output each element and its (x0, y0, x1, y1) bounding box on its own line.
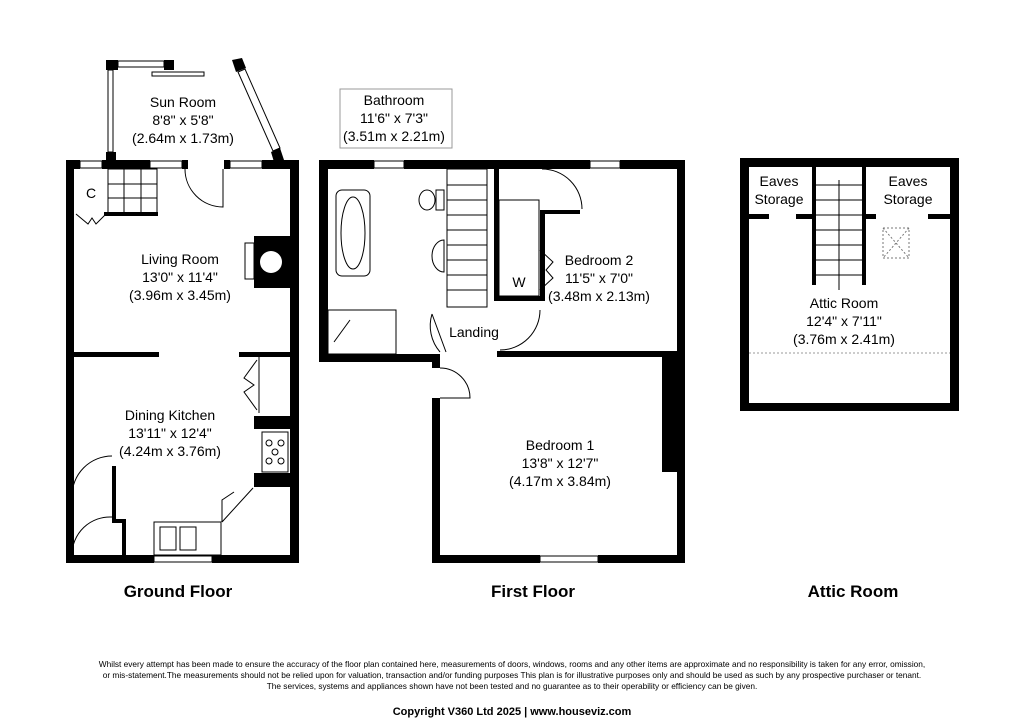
room-size-imperial: 13'0" x 11'4" (142, 269, 218, 285)
wardrobe-label: W (512, 274, 526, 290)
room-name: Dining Kitchen (125, 407, 215, 423)
ground-floor-plan (66, 58, 299, 563)
room-size-imperial: 11'6" x 7'3" (360, 110, 428, 126)
copyright: Copyright V360 Ltd 2025 | www.houseviz.c… (392, 706, 632, 718)
floor-label-attic: Attic Room (808, 582, 899, 601)
room-size-imperial: 11'5" x 7'0" (565, 270, 633, 286)
room-size-imperial: 13'8" x 12'7" (522, 455, 599, 471)
disclaimer-line: The services, systems and appliances sho… (266, 681, 758, 691)
room-size-imperial: 8'8" x 5'8" (152, 112, 213, 128)
first-floor-plan (319, 160, 685, 563)
room-name: Bedroom 2 (565, 252, 634, 268)
room-size-metric: (3.51m x 2.21m) (343, 128, 445, 144)
room-size-metric: (2.64m x 1.73m) (132, 130, 234, 146)
room-size-metric: (3.76m x 2.41m) (793, 331, 895, 347)
floor-label-ground: Ground Floor (124, 582, 233, 601)
cupboard-label: C (86, 185, 96, 201)
room-name: Attic Room (810, 295, 878, 311)
room-name: Living Room (141, 251, 219, 267)
room-name: Eaves (889, 173, 928, 189)
room-name: Eaves (760, 173, 799, 189)
room-sub: Storage (883, 191, 932, 207)
disclaimer-line: Whilst every attempt has been made to en… (98, 659, 926, 669)
floor-label-first: First Floor (491, 582, 575, 601)
room-size-imperial: 12'4" x 7'11" (806, 313, 882, 329)
bathroom-label-box (339, 88, 453, 149)
room-name: Landing (449, 324, 499, 340)
room-name: Bathroom (364, 92, 425, 108)
room-size-metric: (4.17m x 3.84m) (509, 473, 611, 489)
room-name: Bedroom 1 (526, 437, 595, 453)
room-size-imperial: 13'11" x 12'4" (128, 425, 212, 441)
room-size-metric: (3.48m x 2.13m) (548, 288, 650, 304)
room-size-metric: (3.96m x 3.45m) (129, 287, 231, 303)
disclaimer-line: or mis-statement.The measurements should… (102, 670, 922, 680)
room-size-metric: (4.24m x 3.76m) (119, 443, 221, 459)
room-sub: Storage (754, 191, 803, 207)
attic-floor-plan (740, 158, 959, 411)
room-name: Sun Room (150, 94, 216, 110)
